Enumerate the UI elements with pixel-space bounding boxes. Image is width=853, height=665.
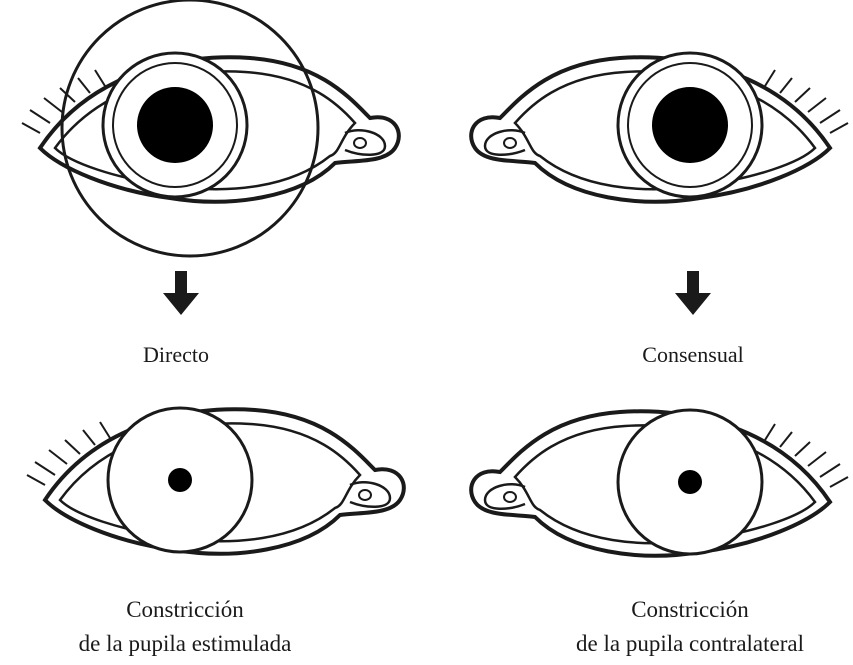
label-consensual: Consensual (642, 342, 743, 367)
pupil-constricted (678, 470, 702, 494)
pupil-constricted (168, 468, 192, 492)
eye-bottom-left (27, 408, 404, 554)
caption-left-line2: de la pupila estimulada (79, 631, 292, 656)
caption-right-line1: Constricción (631, 597, 749, 622)
label-directo: Directo (143, 342, 209, 367)
eye-top-left (22, 0, 399, 256)
caption-left-line1: Constricción (126, 597, 244, 622)
pupil-dilated (137, 87, 213, 163)
caption-right-line2: de la pupila contralateral (576, 631, 804, 656)
eye-top-right (471, 53, 848, 202)
pupil-dilated (652, 87, 728, 163)
eye-bottom-right (471, 410, 848, 556)
down-arrow-icon (163, 271, 199, 315)
down-arrow-icon (675, 271, 711, 315)
